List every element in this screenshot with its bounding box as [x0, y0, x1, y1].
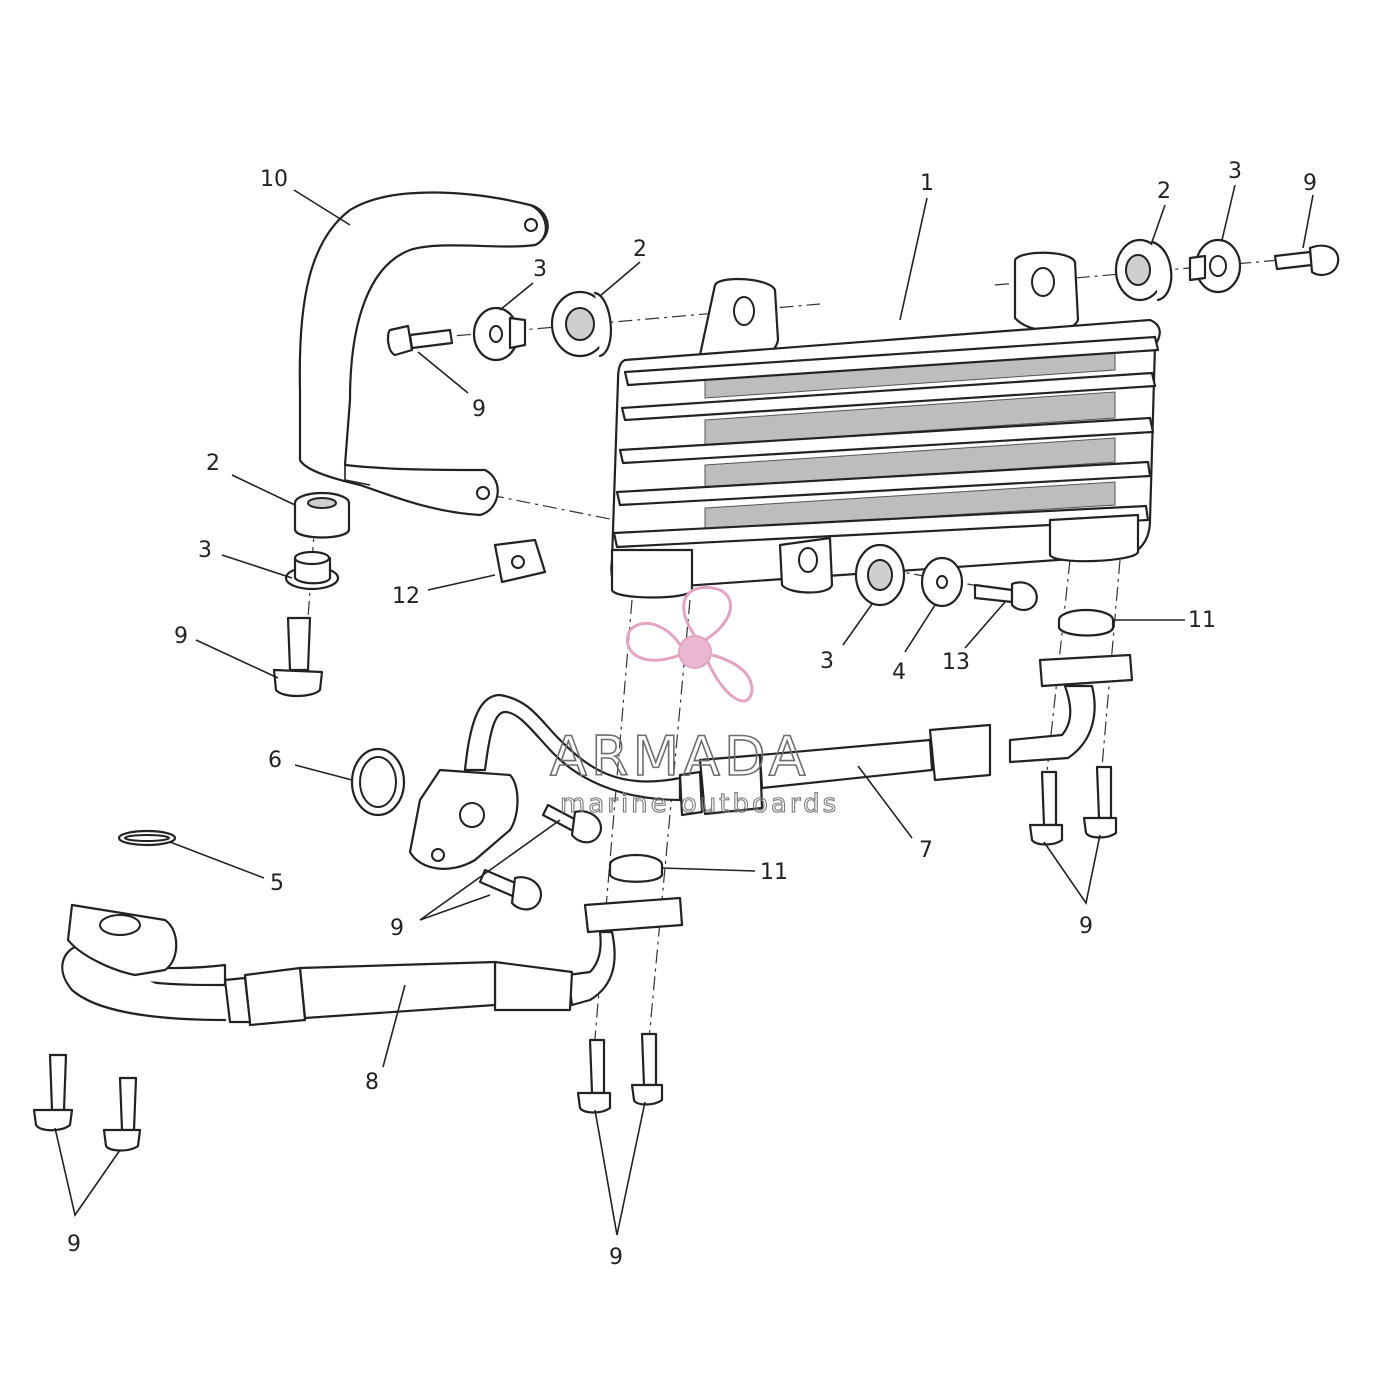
oil-pipe-lower-part — [61, 896, 684, 1027]
seal-parts — [608, 608, 1115, 883]
callout-5: 5 — [270, 871, 284, 896]
callout-3: 3 — [198, 538, 212, 563]
callout-labels: 1 2 2 2 3 3 3 3 4 5 6 7 8 9 9 9 9 9 9 9 … — [67, 159, 1317, 1270]
lower-bolts — [32, 765, 1118, 1152]
watermark-name: ARMADA — [550, 725, 810, 788]
upper-mount-hardware — [386, 238, 1340, 362]
callout-6: 6 — [268, 748, 282, 773]
callout-10: 10 — [260, 167, 288, 192]
oil-cooler-part — [610, 251, 1161, 599]
o-ring-large-part — [350, 747, 406, 817]
callout-9: 9 — [1303, 171, 1317, 196]
callout-9: 9 — [390, 916, 404, 941]
flange-bolts — [478, 803, 603, 911]
callout-12: 12 — [392, 584, 420, 609]
callout-9: 9 — [67, 1232, 81, 1257]
callout-2: 2 — [633, 237, 647, 262]
clip-nut-part — [493, 538, 547, 584]
callout-3: 3 — [533, 257, 547, 282]
oil-pipe-upper-part — [408, 653, 1134, 870]
callout-2: 2 — [206, 451, 220, 476]
callout-7: 7 — [919, 838, 933, 863]
lower-left-mount-hardware — [272, 491, 351, 698]
callout-3: 3 — [1228, 159, 1242, 184]
callout-9: 9 — [1079, 914, 1093, 939]
lower-right-mount-hardware — [854, 543, 1038, 611]
leader-lines — [54, 184, 1314, 1236]
callout-1: 1 — [920, 171, 934, 196]
callout-9: 9 — [472, 397, 486, 422]
bracket-part — [298, 191, 549, 517]
callout-9: 9 — [174, 624, 188, 649]
o-ring-small-part — [117, 829, 177, 847]
watermark: ARMADA marine outboards — [549, 585, 839, 820]
watermark-tagline: marine outboards — [560, 789, 839, 819]
callout-9: 9 — [609, 1245, 623, 1270]
callout-13: 13 — [942, 650, 970, 675]
callout-4: 4 — [892, 660, 906, 685]
callout-8: 8 — [365, 1070, 379, 1095]
callout-11: 11 — [1188, 608, 1216, 633]
callout-2: 2 — [1157, 179, 1171, 204]
propeller-logo-icon — [626, 585, 754, 703]
callout-3: 3 — [820, 649, 834, 674]
callout-11: 11 — [760, 860, 788, 885]
